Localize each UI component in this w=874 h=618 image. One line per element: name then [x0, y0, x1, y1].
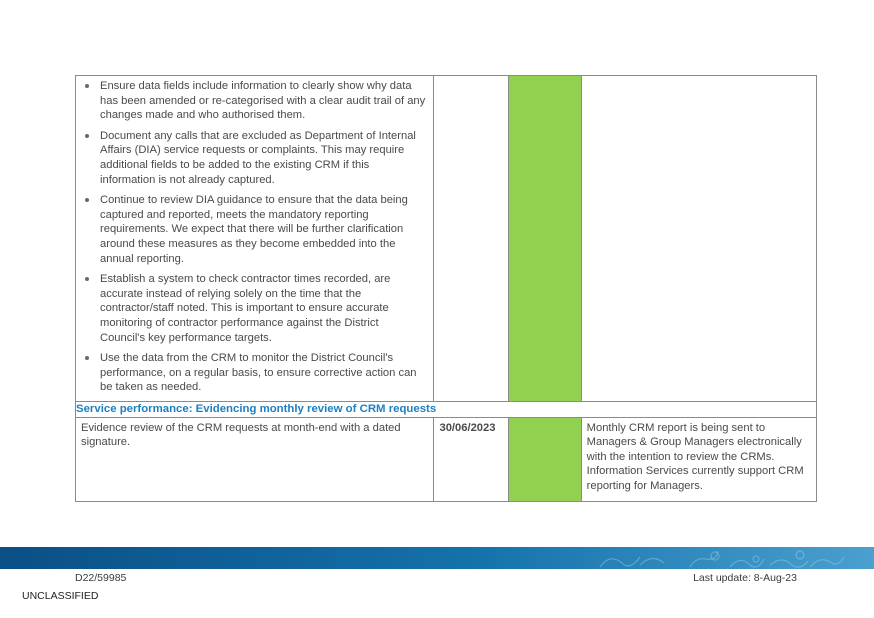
bullet-text: Ensure data fields include information t…	[100, 80, 426, 122]
footer-banner	[0, 547, 874, 569]
date-cell	[433, 75, 509, 402]
bullet-text: Use the data from the CRM to monitor the…	[100, 352, 417, 394]
table-row: Evidence review of the CRM requests at m…	[74, 416, 818, 502]
list-item: Continue to review DIA guidance to ensur…	[80, 193, 425, 266]
document-reference: D22/59985	[75, 572, 127, 584]
audit-actions-table: Ensure data fields include information t…	[74, 75, 818, 502]
footer-pattern-icon	[599, 550, 845, 568]
list-item: Ensure data fields include information t…	[80, 79, 425, 123]
recommendation-text: Evidence review of the CRM requests at m…	[81, 421, 401, 449]
bullet-icon	[85, 356, 89, 361]
classification-label: UNCLASSIFIED	[22, 590, 99, 602]
section-title: Service performance: Evidencing monthly …	[76, 403, 437, 415]
bullet-icon	[85, 84, 89, 88]
bullet-icon	[85, 277, 89, 282]
list-item: Establish a system to check contractor t…	[80, 272, 425, 345]
date-cell: 30/06/2023	[433, 416, 509, 502]
bullet-icon	[85, 133, 89, 138]
recommendation-list: Ensure data fields include information t…	[76, 76, 433, 398]
table-row: Ensure data fields include information t…	[74, 75, 818, 402]
comment-cell: Monthly CRM report is being sent to Mana…	[580, 416, 818, 502]
due-date: 30/06/2023	[439, 421, 496, 434]
section-heading-row: Service performance: Evidencing monthly …	[75, 401, 817, 418]
bullet-text: Continue to review DIA guidance to ensur…	[100, 194, 408, 265]
bullet-icon	[85, 198, 89, 203]
bullet-text: Establish a system to check contractor t…	[100, 273, 391, 344]
status-cell	[507, 416, 582, 502]
list-item: Use the data from the CRM to monitor the…	[80, 351, 425, 395]
list-item: Document any calls that are excluded as …	[80, 129, 425, 187]
section-heading-cell: Service performance: Evidencing monthly …	[75, 401, 817, 418]
recommendation-cell: Evidence review of the CRM requests at m…	[74, 416, 435, 502]
status-cell	[507, 75, 582, 402]
comment-text: Monthly CRM report is being sent to Mana…	[586, 421, 804, 492]
bullet-text: Document any calls that are excluded as …	[100, 129, 416, 186]
last-update: Last update: 8-Aug-23	[693, 572, 797, 584]
comment-cell	[580, 75, 818, 402]
recommendations-cell: Ensure data fields include information t…	[74, 75, 435, 402]
